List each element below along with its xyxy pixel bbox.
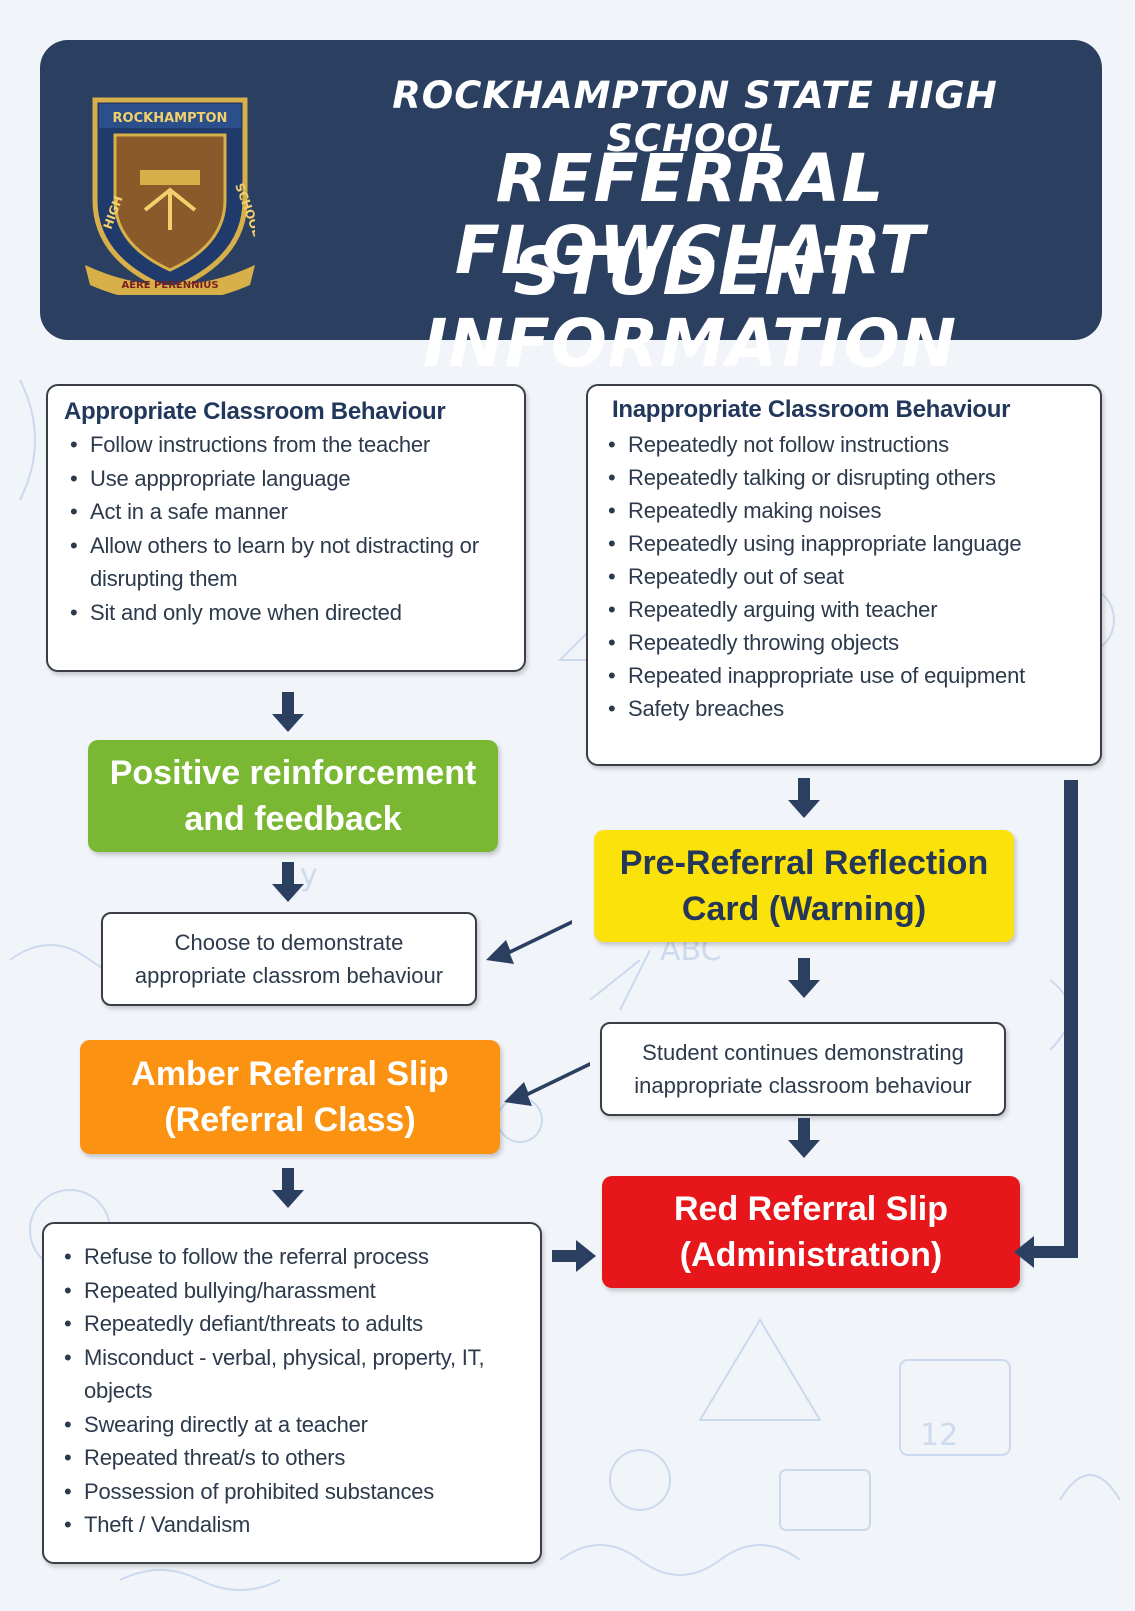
list-item: Repeatedly throwing objects bbox=[602, 626, 1092, 659]
list-item: Misconduct - verbal, physical, property,… bbox=[58, 1341, 530, 1408]
list-item: Repeatedly making noises bbox=[602, 494, 1092, 527]
school-name: ROCKHAMPTON STATE HIGH SCHOOL bbox=[392, 74, 998, 160]
svg-text:AERE PERENNIUS: AERE PERENNIUS bbox=[121, 280, 218, 291]
list-item: Possession of prohibited substances bbox=[58, 1475, 530, 1509]
positive-line2: and feedback bbox=[184, 800, 402, 838]
school-crest-logo: ROCKHAMPTON HIGH SCHOOL AERE PERENNIUS bbox=[85, 97, 255, 295]
list-item: Swearing directly at a teacher bbox=[58, 1408, 530, 1442]
list-item: Sit and only move when directed bbox=[64, 596, 514, 630]
appropriate-behaviour-list: Follow instructions from the teacher Use… bbox=[64, 428, 514, 629]
list-item: Act in a safe manner bbox=[64, 495, 514, 529]
list-item: Use apppropriate language bbox=[64, 462, 514, 496]
list-item: Repeated threat/s to others bbox=[58, 1441, 530, 1475]
list-item: Repeatedly arguing with teacher bbox=[602, 593, 1092, 626]
svg-text:12: 12 bbox=[920, 1418, 958, 1453]
list-item: Repeated bullying/harassment bbox=[58, 1274, 530, 1308]
appropriate-behaviour-title: Appropriate Classroom Behaviour bbox=[64, 398, 446, 425]
list-item: Repeatedly using inappropriate language bbox=[602, 527, 1092, 560]
inappropriate-behaviour-title: Inappropriate Classroom Behaviour bbox=[612, 396, 1011, 423]
page-title: REFERRAL FLOWCHART bbox=[454, 140, 926, 289]
referral-reasons-list: Refuse to follow the referral process Re… bbox=[58, 1240, 530, 1542]
choose-line1: Choose to demonstrate bbox=[174, 930, 404, 955]
list-item: Refuse to follow the referral process bbox=[58, 1240, 530, 1274]
choose-appropriate-box: Choose to demonstrate appropriate classro… bbox=[101, 912, 477, 1006]
page-subtitle: STUDENT INFORMATION bbox=[422, 233, 958, 382]
red-line1: Red Referral Slip bbox=[674, 1190, 948, 1228]
appropriate-behaviour-box: Appropriate Classroom Behaviour Follow i… bbox=[46, 384, 526, 672]
choose-line2: appropriate classrom behaviour bbox=[134, 963, 444, 988]
prereferral-line1: Pre-Referral Reflection bbox=[619, 844, 989, 882]
inappropriate-behaviour-box: Inappropriate Classroom Behaviour Repeat… bbox=[586, 384, 1102, 766]
red-line2: (Administration) bbox=[679, 1236, 943, 1274]
inappropriate-behaviour-list: Repeatedly not follow instructions Repea… bbox=[602, 428, 1092, 725]
list-item: Safety breaches bbox=[602, 692, 1092, 725]
positive-line1: Positive reinforcement bbox=[109, 754, 477, 792]
amber-line1: Amber Referral Slip bbox=[131, 1055, 449, 1093]
svg-text:y: y bbox=[300, 858, 318, 893]
header-banner: ROCKHAMPTON HIGH SCHOOL AERE PERENNIUS R… bbox=[40, 40, 1102, 380]
continues-line1: Student continues demonstrating bbox=[642, 1040, 964, 1065]
red-referral-slip-box: Red Referral Slip (Administration) bbox=[602, 1176, 1020, 1288]
svg-text:ROCKHAMPTON: ROCKHAMPTON bbox=[113, 111, 228, 126]
amber-line2: (Referral Class) bbox=[164, 1101, 416, 1139]
positive-reinforcement-box: Positive reinforcement and feedback bbox=[88, 740, 498, 852]
list-item: Repeatedly not follow instructions bbox=[602, 428, 1092, 461]
list-item: Follow instructions from the teacher bbox=[64, 428, 514, 462]
amber-referral-slip-box: Amber Referral Slip (Referral Class) bbox=[80, 1040, 500, 1154]
continues-line2: inappropriate classroom behaviour bbox=[634, 1073, 972, 1098]
list-item: Theft / Vandalism bbox=[58, 1508, 530, 1542]
list-item: Allow others to learn by not distracting… bbox=[64, 529, 514, 596]
list-item: Repeatedly talking or disrupting others bbox=[602, 461, 1092, 494]
list-item: Repeatedly out of seat bbox=[602, 560, 1092, 593]
list-item: Repeated inappropriate use of equipment bbox=[602, 659, 1092, 692]
list-item: Repeatedly defiant/threats to adults bbox=[58, 1307, 530, 1341]
student-continues-box: Student continues demonstrating inappropr… bbox=[600, 1022, 1006, 1116]
prereferral-line2: Card (Warning) bbox=[681, 890, 927, 928]
referral-reasons-box: Refuse to follow the referral process Re… bbox=[42, 1222, 542, 1564]
